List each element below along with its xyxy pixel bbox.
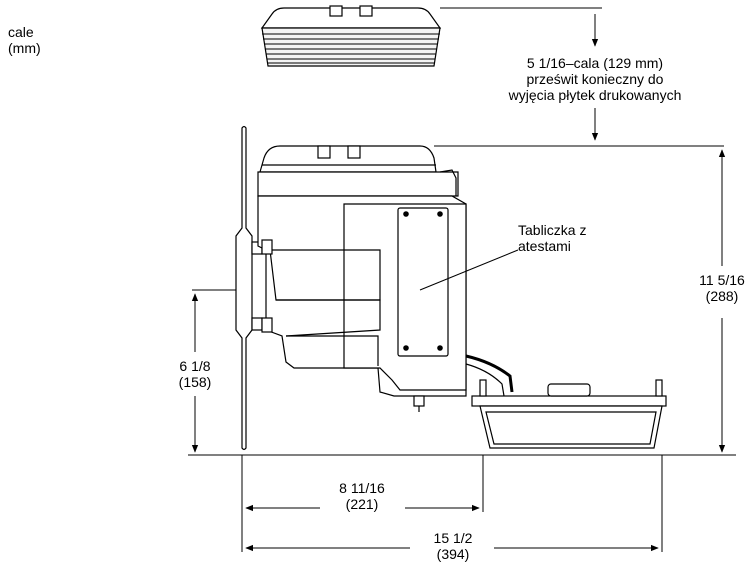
sensor-tray <box>471 379 667 449</box>
units-label-line2: (mm) <box>8 40 41 56</box>
clearance-line1: 5 1/16–cala (129 mm) <box>526 55 664 71</box>
plate-callout-line1: Tabliczka z <box>518 222 587 238</box>
units-label: cale (mm) <box>8 24 41 56</box>
dim-height-mount: 6 1/8 (158) <box>168 358 222 390</box>
main-enclosure <box>257 145 514 412</box>
dim-height-mount-metric: (158) <box>178 374 212 390</box>
units-label-line1: cale <box>8 24 34 40</box>
clearance-line3: wyjęcia płytek drukowanych <box>508 87 682 103</box>
clearance-label: 5 1/16–cala (129 mm) prześwit konieczny … <box>470 55 720 103</box>
dim-width-mount-imperial: 8 11/16 <box>339 480 385 496</box>
dim-height-total-imperial: 11 5/16 <box>699 272 745 288</box>
clearance-line2: prześwit konieczny do <box>526 71 664 87</box>
mounting-bracket <box>235 125 263 451</box>
dimension-lines <box>188 7 736 552</box>
dim-width-mount-metric: (221) <box>345 496 379 512</box>
dim-height-total-metric: (288) <box>705 288 739 304</box>
dim-height-mount-imperial: 6 1/8 <box>179 358 211 374</box>
removed-module <box>260 5 442 67</box>
dim-width-mount: 8 11/16 (221) <box>322 480 402 512</box>
dim-width-total-imperial: 15 1/2 <box>433 530 473 546</box>
plate-callout-line2: atestami <box>518 238 571 254</box>
dim-height-total: 11 5/16 (288) <box>690 272 754 304</box>
plate-callout: Tabliczka z atestami <box>518 222 586 254</box>
dim-width-total-metric: (394) <box>436 546 470 562</box>
dim-width-total: 15 1/2 (394) <box>414 530 492 562</box>
